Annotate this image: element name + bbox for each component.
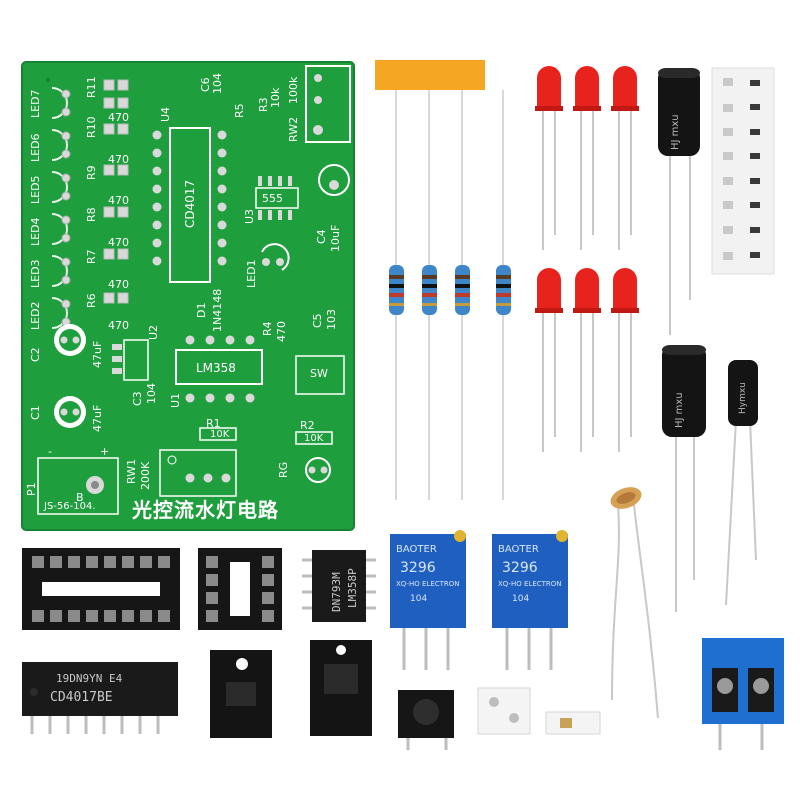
lm358-code: DN793M: [330, 572, 343, 612]
label-r1: R1: [206, 417, 221, 430]
pot2-model: 3296: [502, 560, 538, 576]
lm358-marking: LM358P: [346, 568, 359, 608]
label-r10: R10: [85, 116, 98, 138]
cd4017-code: 19DN9YN E4: [56, 672, 123, 685]
cap1-brand: HJ mxu: [670, 114, 681, 150]
smd-tape: [711, 67, 775, 275]
label-rw2: RW2: [287, 116, 300, 142]
lm358-chip: [302, 550, 376, 622]
label-c6-value: 104: [211, 73, 224, 94]
pot2-brand: BAOTER: [498, 544, 539, 555]
label-1n4148: 1N4148: [211, 288, 224, 332]
label-c4-value: 10uF: [329, 224, 342, 252]
photoresistor: [610, 487, 659, 719]
label-minus: -: [48, 445, 52, 458]
pcb-title: 光控流水灯电路: [132, 498, 279, 522]
label-led6: LED6: [29, 133, 42, 162]
pcb-board: [21, 61, 355, 531]
resistors: [389, 265, 511, 315]
trimmer-pots: [390, 530, 568, 670]
label-rw1: RW1: [125, 458, 138, 484]
label-r3-value: 10k: [269, 87, 282, 108]
label-c5-value: 103: [325, 309, 338, 330]
label-led4: LED4: [29, 217, 42, 246]
label-u3: U3: [243, 208, 256, 224]
pot1-model: 3296: [400, 560, 436, 576]
cap2-brand: HJ mxu: [674, 392, 685, 428]
label-u4: U4: [159, 106, 172, 122]
label-r1-value: 10K: [210, 429, 230, 440]
label-555: 555: [262, 192, 283, 205]
resistor-tape: [375, 60, 504, 500]
label-u1: U1: [169, 392, 182, 408]
label-r7: R7: [85, 249, 98, 264]
pot1-brand: BAOTER: [396, 544, 437, 555]
label-c5: C5: [311, 313, 324, 328]
label-r11-value: 470: [108, 111, 129, 124]
white-connectors: [477, 687, 601, 735]
cd4017-marking: CD4017BE: [50, 690, 113, 705]
label-cd4017: CD4017: [183, 179, 197, 228]
terminal-block: [702, 638, 784, 750]
label-r9-value: 470: [108, 194, 129, 207]
label-led1: LED1: [245, 259, 258, 288]
label-r2: R2: [300, 419, 315, 432]
label-led7: LED7: [29, 89, 42, 118]
label-u2: U2: [147, 324, 160, 340]
label-r8-value: 470: [108, 236, 129, 249]
label-r9: R9: [85, 165, 98, 180]
label-c4: C4: [315, 229, 328, 244]
label-r6: R6: [85, 293, 98, 308]
label-rg: RG: [277, 461, 290, 478]
label-r11: R11: [85, 76, 98, 98]
label-led2: LED2: [29, 301, 42, 330]
label-r2-value: 10K: [304, 433, 324, 444]
label-rw1-value: 200K: [139, 461, 152, 490]
chip-adapter-2: [310, 640, 372, 736]
label-plus: +: [100, 445, 110, 458]
red-leds: [535, 66, 639, 452]
label-r7-value: 470: [108, 278, 129, 291]
label-led3: LED3: [29, 259, 42, 288]
label-r8: R8: [85, 207, 98, 222]
label-b: B: [76, 491, 84, 504]
label-c3-value: 104: [145, 383, 158, 404]
label-sw: SW: [310, 367, 328, 380]
ic-socket-8: [198, 548, 282, 630]
label-d1: D1: [195, 302, 208, 318]
label-c6: C6: [199, 77, 212, 92]
pot1-value: 104: [410, 594, 428, 604]
pot2-value: 104: [512, 594, 530, 604]
electrolytic-capacitors: [658, 68, 758, 612]
label-p1: P1: [25, 482, 38, 496]
label-c2-value: 47uF: [91, 340, 104, 368]
label-r4-value: 470: [275, 321, 288, 342]
label-r4: R4: [261, 321, 274, 336]
push-button: [398, 690, 454, 750]
pot2-sub: XQ-HO ELECTRON: [498, 580, 562, 588]
label-r6-value: 470: [108, 319, 129, 332]
smd-555-adapter: [210, 650, 272, 738]
label-lm358: LM358: [196, 361, 236, 375]
label-led5: LED5: [29, 175, 42, 204]
label-c2: C2: [29, 347, 42, 362]
label-r10-value: 470: [108, 153, 129, 166]
label-r5: R5: [233, 103, 246, 118]
label-connector: JS-56-104.: [44, 501, 96, 512]
label-r3: R3: [257, 97, 270, 112]
cd4017-chip: [22, 662, 178, 734]
pot1-sub: XQ-HO ELECTRON: [396, 580, 460, 588]
ic-socket-16: [22, 548, 180, 630]
label-c3: C3: [131, 391, 144, 406]
label-c1: C1: [29, 405, 42, 420]
label-c1-value: 47uF: [91, 404, 104, 432]
cap3-brand: Hymxu: [738, 382, 748, 414]
label-rw2-value: 100k: [287, 76, 300, 104]
